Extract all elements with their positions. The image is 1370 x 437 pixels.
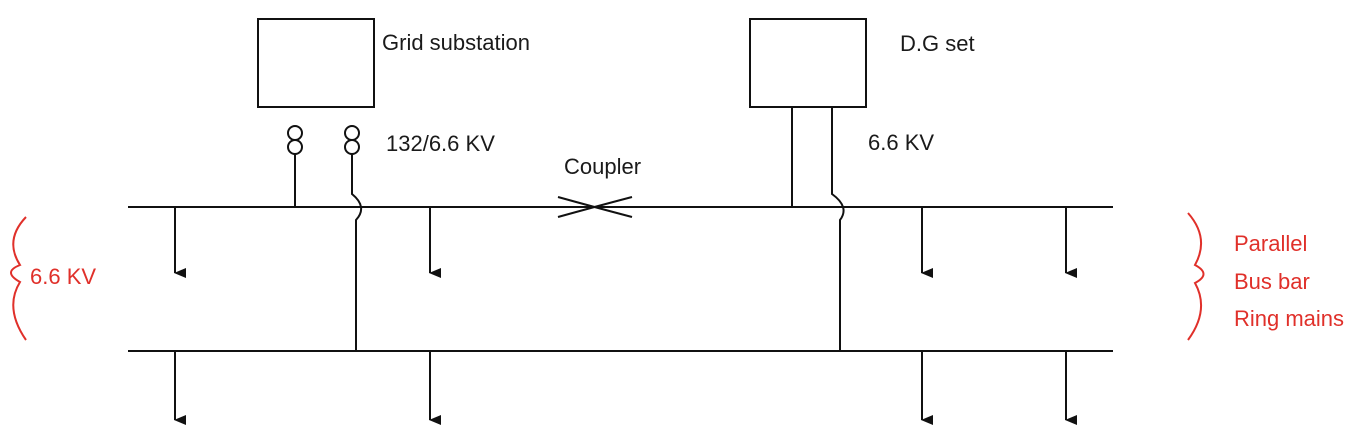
- transformer-1-symbol: [287, 125, 303, 207]
- coupler-symbol: [557, 196, 633, 218]
- scheme-line-ring-mains: Ring mains: [1234, 306, 1345, 331]
- scheme-line-bus-bar: Bus bar: [1234, 269, 1310, 294]
- dg-set-label: D.G set: [900, 31, 975, 56]
- bus-voltage-label: 6.6 KV: [30, 264, 97, 289]
- grid-substation-box: [257, 18, 375, 108]
- transformer-2-symbol: [344, 125, 363, 351]
- left-brace: [10, 216, 27, 341]
- transformer-rating-label: 132/6.6 KV: [386, 131, 495, 156]
- right-brace: [1187, 212, 1205, 341]
- dg-set-box: [749, 18, 867, 108]
- dg-feed-lower: [831, 107, 845, 351]
- dg-voltage-label: 6.6 KV: [868, 130, 935, 155]
- scheme-line-parallel: Parallel: [1234, 231, 1308, 256]
- grid-substation-label: Grid substation: [382, 30, 530, 55]
- coupler-label: Coupler: [564, 154, 642, 179]
